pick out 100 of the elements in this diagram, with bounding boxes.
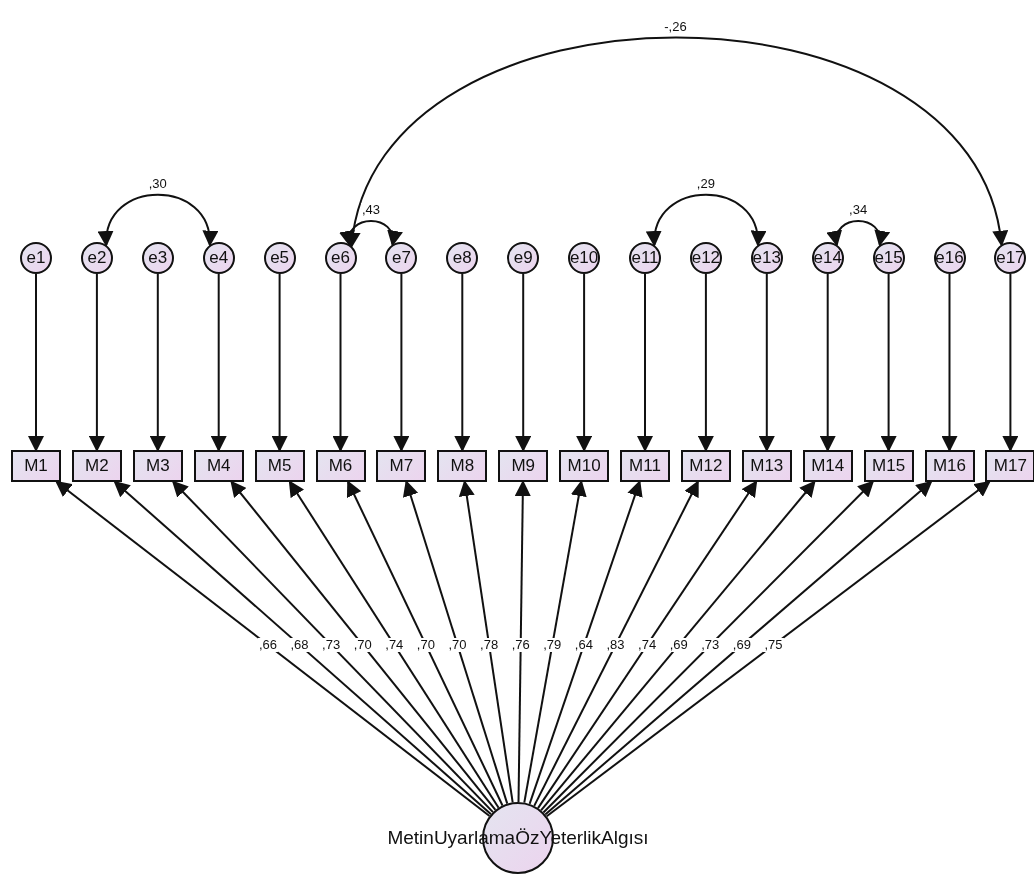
edge-label: ,83 (605, 638, 626, 652)
node-label: e5 (270, 248, 290, 268)
edge-label: ,34 (848, 203, 869, 218)
observed-box (376, 450, 427, 482)
edge-label: ,73 (321, 638, 342, 652)
arrow (576, 273, 593, 452)
arrow (393, 273, 410, 452)
node-label: e13 (752, 248, 781, 268)
arrow (210, 273, 227, 452)
error-circle (811, 242, 844, 274)
edge-label: ,79 (542, 638, 563, 652)
arrow (819, 273, 836, 452)
observed-box (924, 450, 975, 482)
node-label: M13 (750, 456, 784, 476)
node-label: M15 (872, 456, 906, 476)
edge-label: -,26 (663, 19, 688, 34)
observed-box (11, 450, 61, 482)
node-label: M3 (146, 456, 170, 476)
error-circle (750, 242, 783, 274)
edge-label: ,68 (289, 638, 310, 652)
edge-label: ,76 (510, 638, 531, 652)
error-circle (689, 242, 722, 274)
arrow (149, 273, 166, 452)
edge-label: ,74 (637, 638, 658, 652)
arrow (458, 480, 514, 804)
edge-label: ,74 (384, 638, 405, 652)
observed-box (620, 450, 670, 482)
edge-label: ,70 (447, 638, 468, 652)
edge-label: ,66 (257, 638, 278, 652)
edge-label: ,69 (731, 638, 752, 652)
edge-label: ,73 (700, 638, 721, 652)
edge-label: ,70 (415, 638, 436, 652)
observed-box (132, 450, 183, 482)
arrow (171, 480, 494, 814)
node-label: e8 (452, 248, 472, 268)
observed-box (863, 450, 914, 482)
error-circle (202, 242, 235, 274)
node-label: M2 (85, 456, 109, 476)
arrow (697, 273, 714, 452)
node-label: M4 (206, 456, 231, 476)
arrow (637, 273, 653, 452)
arrow (288, 480, 500, 809)
node-label: M6 (328, 456, 353, 476)
arrow (454, 273, 471, 452)
node-label: e1 (26, 248, 46, 268)
observed-box (498, 450, 549, 482)
arrow (941, 273, 958, 452)
observed-box (254, 450, 305, 482)
node-label: e17 (996, 248, 1025, 268)
node-label: e4 (209, 248, 229, 268)
arrow (514, 480, 531, 803)
error-circle (20, 242, 52, 274)
node-label: e7 (391, 248, 411, 268)
node-label: M17 (993, 456, 1027, 476)
error-circle (446, 242, 479, 274)
node-label: e2 (87, 248, 107, 268)
arrow (332, 273, 349, 452)
observed-box (559, 450, 610, 482)
node-label: M14 (811, 456, 845, 476)
arrow (28, 273, 44, 452)
error-circle (568, 242, 601, 274)
node-label: M8 (450, 456, 475, 476)
node-label: e10 (569, 248, 599, 268)
observed-box (680, 450, 731, 482)
error-circle (629, 242, 661, 274)
node-label: M11 (629, 456, 661, 476)
node-label: e11 (631, 248, 659, 268)
error-circle (80, 242, 113, 274)
node-label: e6 (331, 248, 350, 268)
arrow (537, 480, 758, 810)
arrow (515, 273, 532, 452)
error-circle (507, 242, 540, 274)
arrow (647, 193, 765, 247)
edge-label: ,75 (763, 638, 784, 652)
arrow (99, 193, 217, 247)
error-circle (324, 242, 357, 274)
observed-box (437, 450, 488, 482)
edge-label: ,78 (479, 638, 500, 652)
edge-label: ,69 (668, 638, 689, 652)
edge-label: ,29 (695, 177, 716, 191)
arrow (271, 273, 288, 452)
edge-label: ,70 (352, 638, 373, 652)
node-label: e16 (935, 248, 964, 268)
node-label: M16 (932, 456, 967, 476)
arrow (828, 219, 889, 247)
error-circle (141, 242, 174, 274)
arrow (758, 273, 775, 452)
arrow (341, 219, 402, 247)
node-label: M12 (689, 456, 723, 476)
node-label: e14 (813, 248, 842, 268)
arrow (347, 36, 1006, 249)
observed-box (802, 450, 853, 482)
node-label: M7 (389, 456, 414, 476)
error-circle (872, 242, 905, 274)
arrow (230, 480, 497, 811)
observed-box (193, 450, 244, 482)
arrow (88, 273, 105, 452)
arrow (880, 273, 897, 452)
error-circle (385, 242, 418, 274)
observed-box (985, 450, 1034, 482)
